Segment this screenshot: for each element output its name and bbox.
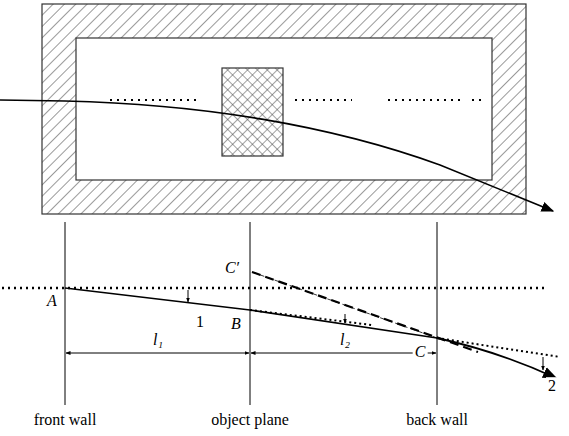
plane-label: object plane — [209, 411, 291, 429]
projected-line-thin — [252, 272, 437, 338]
dimension-label: l₁ — [151, 331, 165, 349]
point-label: B — [229, 315, 243, 333]
extension-2 — [437, 338, 560, 357]
dimension-arrows — [66, 353, 436, 354]
deflection-arrows — [188, 290, 543, 370]
extension-1 — [250, 310, 372, 325]
object-block — [222, 68, 283, 156]
callout-number: 2 — [546, 377, 558, 395]
plane-label: front wall — [32, 411, 99, 429]
inner-cavity — [76, 38, 492, 180]
point-label: C — [413, 343, 428, 361]
dimension-label: l₂ — [338, 331, 352, 349]
plane-label: back wall — [404, 411, 470, 429]
undeflected-line — [2, 287, 545, 290]
projected-line — [252, 272, 478, 352]
point-label: A — [45, 292, 59, 310]
straight-track — [110, 99, 484, 101]
wall-housing — [42, 4, 526, 214]
track-segment-ab — [65, 288, 250, 310]
plane-lines — [65, 222, 437, 405]
particle-track — [0, 100, 553, 211]
callout-number: 1 — [194, 313, 206, 331]
point-label: C′ — [223, 259, 241, 277]
